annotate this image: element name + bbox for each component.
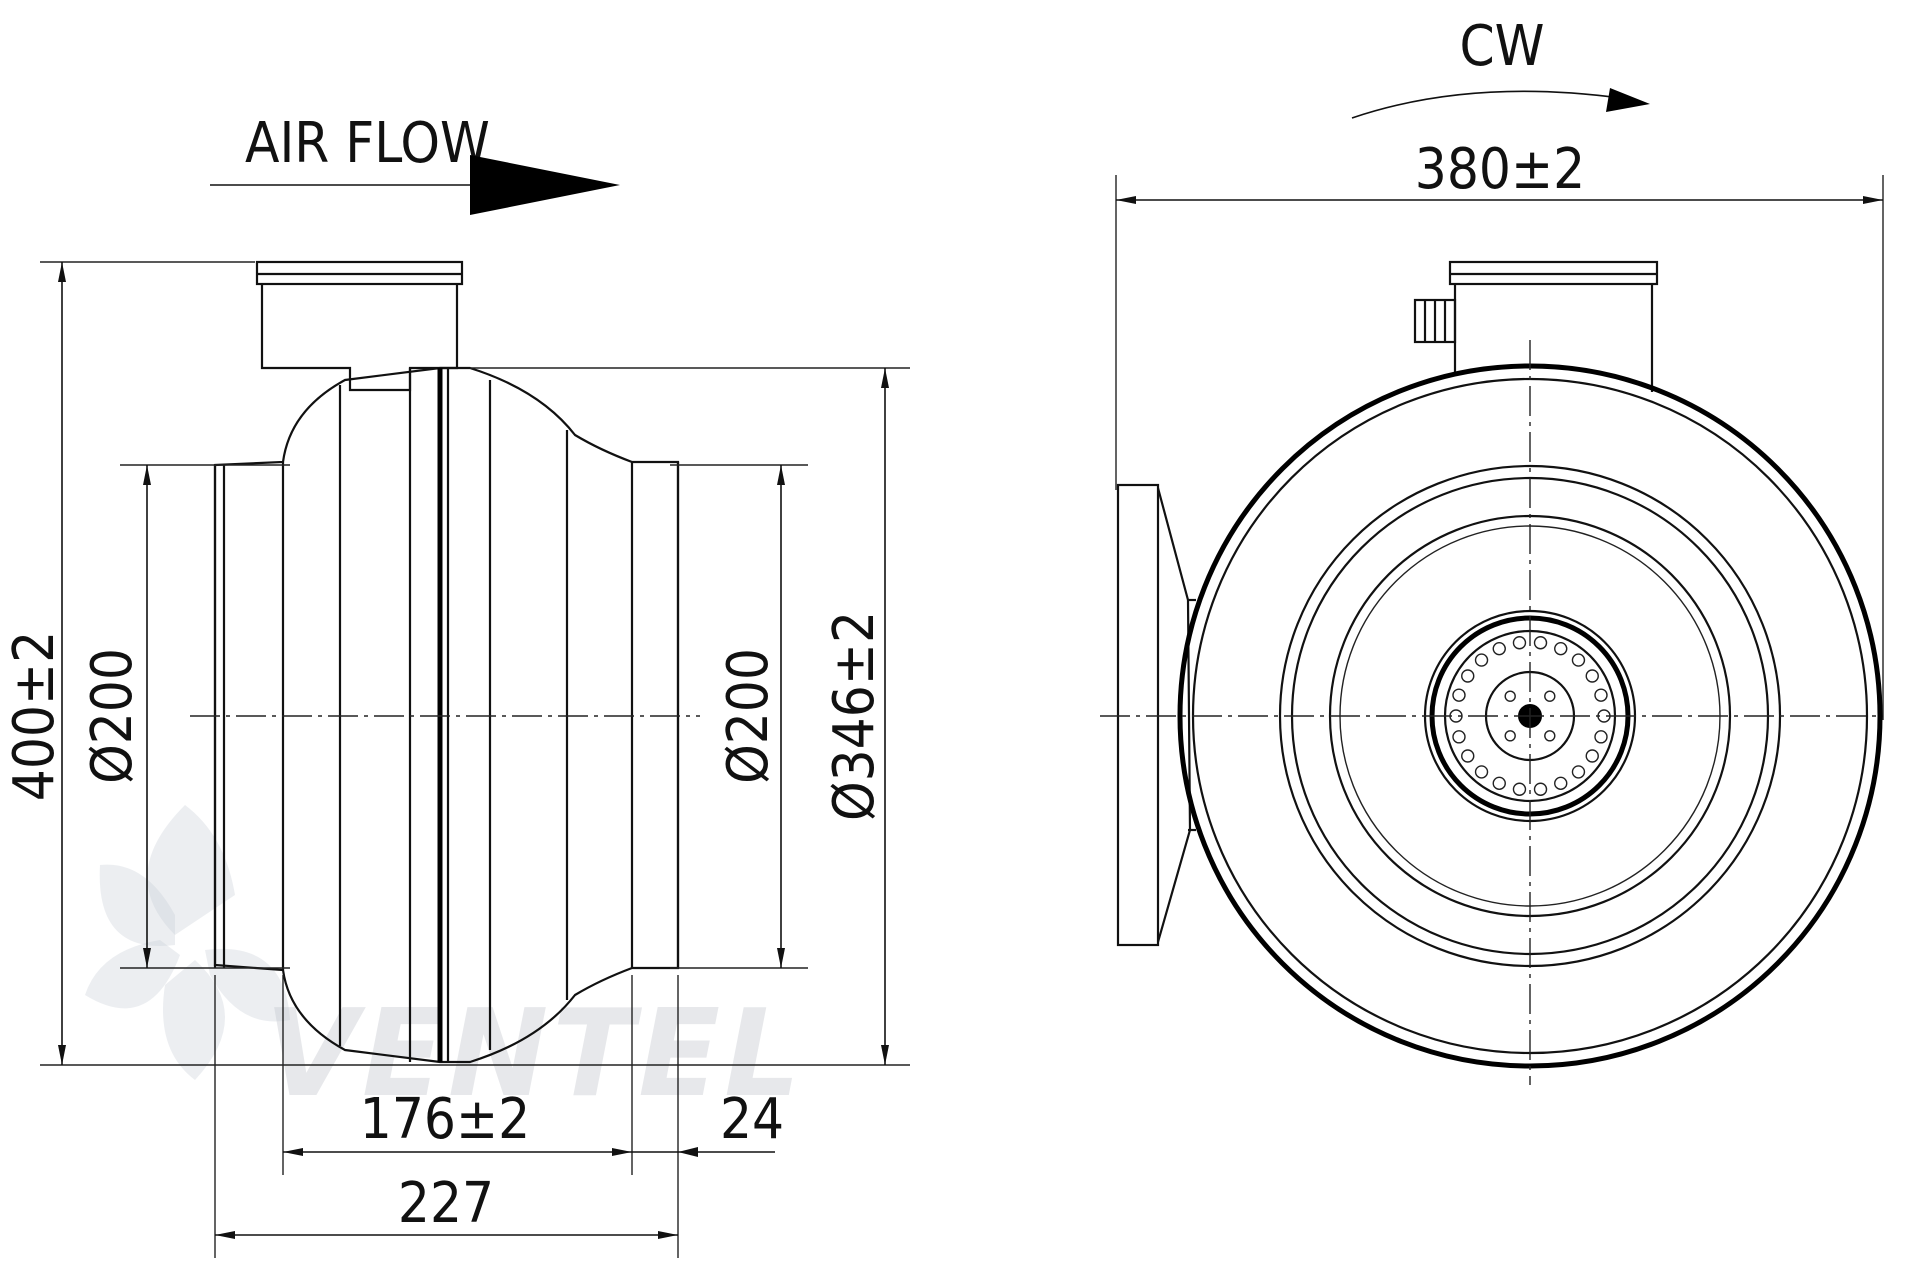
hub-holes <box>1504 690 1556 742</box>
airflow-label: AIR FLOW <box>245 111 490 176</box>
dim-total-width: 380±2 <box>1415 137 1585 202</box>
rotor-holes <box>1449 636 1611 796</box>
terminal-box-front <box>1413 260 1659 392</box>
dim-body-length: 176±2 <box>360 1087 530 1152</box>
rotor-hole <box>1474 765 1489 779</box>
airflow-arrow-icon <box>210 155 620 215</box>
rotor-hole <box>1452 688 1466 702</box>
rotor-hole <box>1554 641 1568 656</box>
rotor-hole <box>1533 636 1548 650</box>
mounting-bracket <box>1116 483 1196 947</box>
rotor-hole <box>1512 636 1527 650</box>
rotor-hole <box>1594 688 1608 702</box>
hub-hole <box>1504 690 1516 702</box>
terminal-box <box>255 260 464 392</box>
side-view: 400±2 Ø200 Ø200 Ø346±2 176±2 24 227 AIR … <box>2 111 910 1258</box>
dim-inlet-diameter: Ø200 <box>80 648 145 784</box>
rotor-hole <box>1571 765 1586 779</box>
rotor-hole <box>1585 669 1599 683</box>
rotor-hole <box>1492 641 1506 656</box>
dim-outlet-diameter: Ø200 <box>716 648 781 784</box>
rotor-hole <box>1571 653 1586 667</box>
rotor-hole <box>1474 653 1489 667</box>
watermark: VENTEL <box>85 805 805 1124</box>
rotor-hole <box>1585 749 1599 763</box>
rotor-hole <box>1533 782 1548 796</box>
dim-total-height: 400±2 <box>2 631 67 801</box>
rotor-hole <box>1512 782 1527 796</box>
fan-logo-icon <box>85 805 290 1080</box>
hub-hole <box>1504 730 1516 742</box>
rotation-label: CW <box>1459 14 1544 79</box>
dim-total-length: 227 <box>398 1171 494 1236</box>
rotor-hole <box>1452 730 1466 744</box>
dim-spigot-length: 24 <box>720 1087 784 1152</box>
dim-body-diameter: Ø346±2 <box>822 611 887 821</box>
rotor-hole <box>1461 749 1475 763</box>
rotor-hole <box>1492 776 1506 791</box>
watermark-brand: VENTEL <box>265 985 805 1124</box>
front-view: CW 380±2 <box>1100 14 1884 1085</box>
fan-housing-outline <box>213 366 680 1064</box>
rotor-hole <box>1554 776 1568 791</box>
hub-hole <box>1544 730 1556 742</box>
rotor-hole <box>1594 730 1608 744</box>
rotation-arrow-icon <box>1351 88 1650 119</box>
rotor-hole <box>1461 669 1475 683</box>
hub-hole <box>1544 690 1556 702</box>
